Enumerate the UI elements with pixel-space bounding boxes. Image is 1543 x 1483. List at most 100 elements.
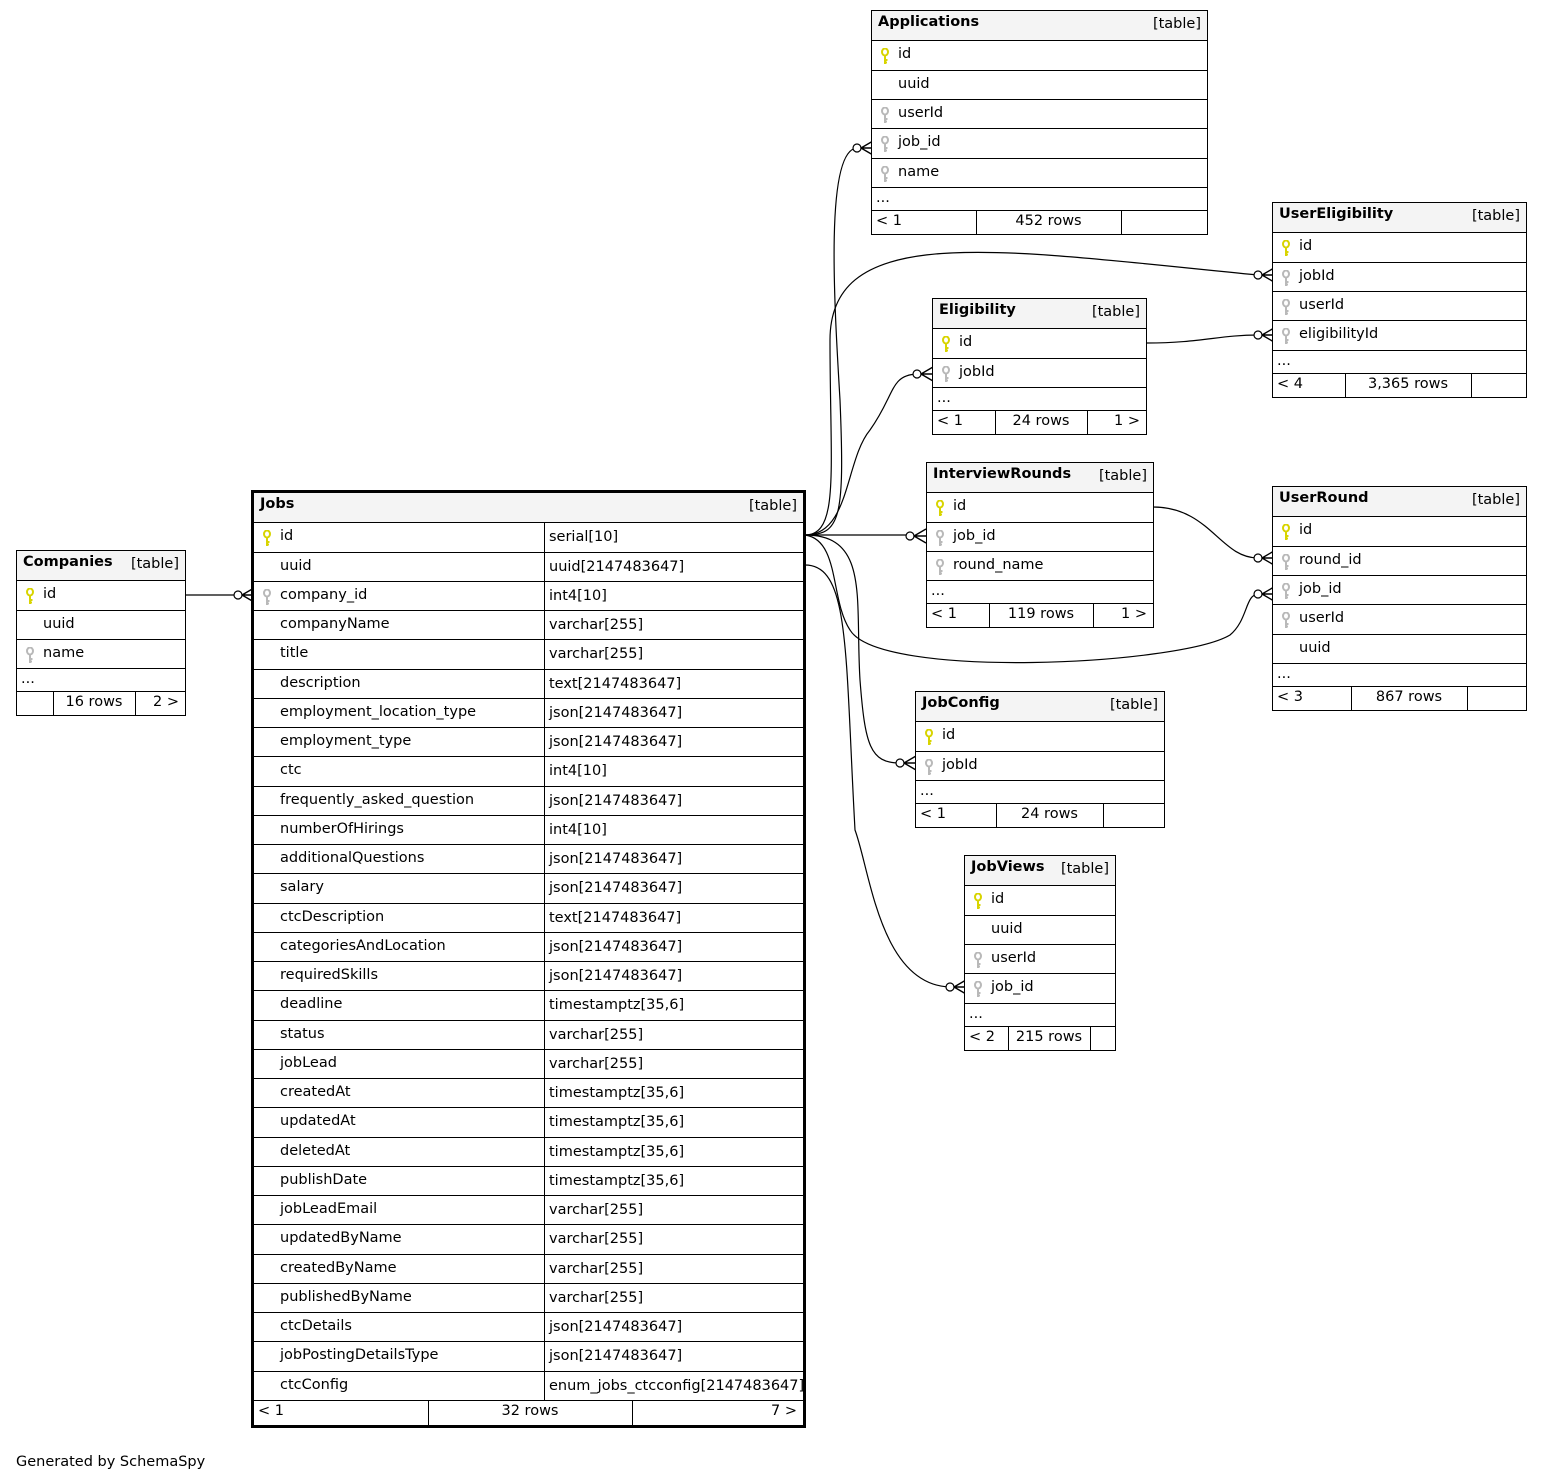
footer-children-link[interactable]: 1 > [1114, 412, 1140, 429]
table-header: JobViews[table] [965, 856, 1115, 886]
column-row[interactable]: id [927, 492, 1153, 521]
ellipsis-text: ... [937, 389, 951, 406]
column-type: timestamptz[35,6] [544, 1108, 803, 1138]
footer-parents-link[interactable]: < 1 [931, 606, 957, 623]
column-row[interactable]: id [965, 885, 1115, 914]
footer-children-link[interactable]: 1 > [1121, 606, 1147, 623]
column-row[interactable]: uuid [1273, 633, 1526, 663]
footer-parents-link[interactable]: < 1 [937, 412, 963, 429]
column-row[interactable]: id [17, 580, 185, 609]
column-row[interactable]: id [1273, 232, 1526, 261]
ellipsis-text: ... [920, 782, 934, 799]
column-row[interactable]: job_id [872, 128, 1207, 157]
footer-divider [53, 692, 54, 716]
column-row[interactable]: id [1273, 516, 1526, 545]
column-row[interactable]: uuid [965, 914, 1115, 944]
column-row[interactable]: id [916, 721, 1164, 750]
column-row[interactable]: id [872, 40, 1207, 69]
column-name: numberOfHirings [280, 820, 404, 837]
column-row[interactable]: eligibilityId [1273, 320, 1526, 349]
column-row[interactable]: userId [872, 98, 1207, 128]
column-row[interactable]: job_id [927, 521, 1153, 551]
column-type: timestamptz[35,6] [544, 1137, 803, 1167]
footer-children-link[interactable]: 2 > [153, 694, 179, 711]
footer-divider [1345, 373, 1346, 397]
footer-parents-link[interactable]: < 3 [1277, 688, 1303, 705]
column-name: ctcDetails [280, 1318, 352, 1334]
footer-parents-link[interactable]: < 2 [969, 1028, 995, 1045]
footer-children-link[interactable]: 7 > [771, 1402, 797, 1419]
column-row[interactable]: job_id [965, 973, 1115, 1002]
column-row[interactable]: jobId [916, 750, 1164, 780]
column-row[interactable]: jobId [1273, 261, 1526, 291]
column-type: json[2147483647] [544, 728, 803, 758]
column-row[interactable]: uuid [872, 69, 1207, 99]
footer-parents-link[interactable]: < 1 [920, 805, 946, 822]
column-row[interactable]: jobId [933, 357, 1146, 387]
footer-parents-link[interactable]: < 4 [1277, 375, 1303, 392]
column-row[interactable]: name [872, 157, 1207, 187]
column-row[interactable]: uuid [17, 609, 185, 639]
footer-parents-link[interactable]: < 1 [258, 1402, 284, 1419]
column-row[interactable]: userId [965, 943, 1115, 973]
edge-jobs-userround [804, 534, 1259, 664]
edge-eligibility-usereligibility [1146, 334, 1259, 344]
column-row[interactable]: round_id [1273, 545, 1526, 575]
column-row[interactable]: name [17, 638, 185, 668]
more-columns-ellipsis: ... [872, 186, 1207, 210]
column-name: id [991, 891, 1005, 908]
column-name: job_id [953, 527, 996, 544]
column-row[interactable]: job_id [1273, 574, 1526, 604]
column-row[interactable]: userId [1273, 604, 1526, 633]
table-name: Eligibility [939, 302, 1016, 318]
column-row[interactable]: userId [1273, 290, 1526, 320]
footer-row-count: 3,365 rows [1367, 375, 1449, 392]
table-footer: < 3 867 rows [1273, 685, 1526, 710]
column-row[interactable]: round_name [927, 550, 1153, 580]
footer-parents-link[interactable]: < 1 [876, 212, 902, 229]
column-name: jobLead [280, 1054, 337, 1071]
footer-row-count: 867 rows [1375, 688, 1443, 705]
column-row[interactable]: id [933, 328, 1146, 357]
